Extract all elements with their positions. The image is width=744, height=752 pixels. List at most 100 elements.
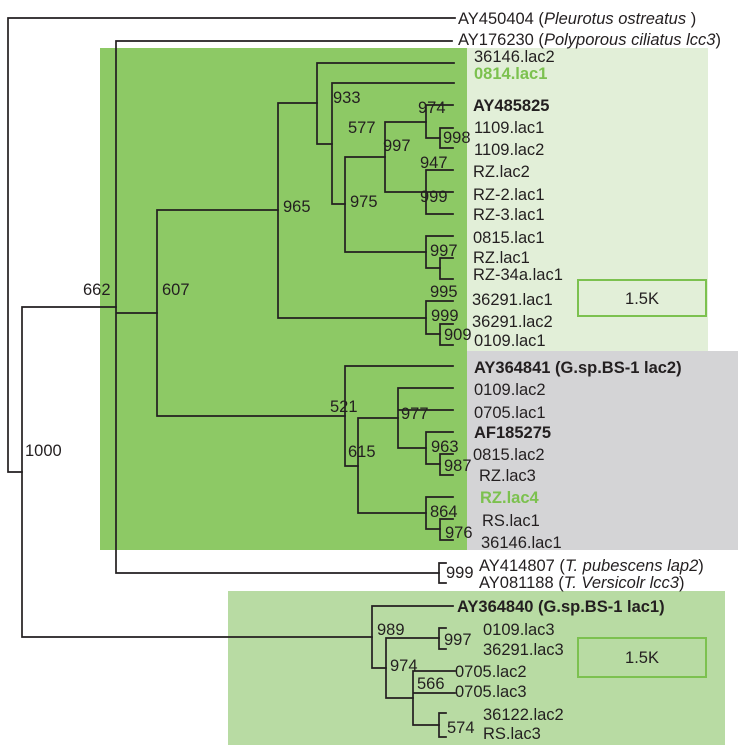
bootstrap-label: 965 xyxy=(283,198,311,216)
branch-node-974-a xyxy=(425,104,454,139)
leaf-label: 0815.lac2 xyxy=(473,446,545,464)
leaf-label: 0109.lac1 xyxy=(474,332,546,350)
clade-region-gray-subgroup xyxy=(467,351,738,550)
leaf-label: RZ.lac3 xyxy=(479,467,536,485)
bootstrap-label: 989 xyxy=(377,621,405,639)
branch-node-rz xyxy=(439,257,454,280)
leaf-label: 1109.lac2 xyxy=(474,141,544,159)
bootstrap-label: 974 xyxy=(418,99,446,117)
leaf-label-reference: AY364840 (G.sp.BS-1 lac1) xyxy=(457,598,665,616)
branch-node-997-b xyxy=(425,235,454,269)
leaf-label-highlighted: RZ.lac4 xyxy=(480,489,540,507)
branch-node-999-a xyxy=(425,300,454,335)
branch-node-998 xyxy=(439,127,454,149)
branch-node-963 xyxy=(425,431,454,465)
scale-box-lower xyxy=(577,637,707,678)
branch-node-975 xyxy=(344,156,427,253)
leaf-label-reference: AF185275 xyxy=(474,424,551,442)
leaf-label: RZ.lac1 xyxy=(473,249,530,267)
leaf-label: 0705.lac1 xyxy=(474,404,546,422)
bootstrap-label: 662 xyxy=(83,281,111,299)
leaf-label: 0705.lac3 xyxy=(455,683,527,701)
leaf-label: AY414807 (T. pubescens lap2) xyxy=(479,557,704,575)
leaf-label: 0109.lac2 xyxy=(474,381,546,399)
branch-node-566 xyxy=(412,670,456,726)
branch-node-unlabeled-a xyxy=(316,62,455,145)
branch-node-521 xyxy=(344,365,454,467)
leaf-label-reference: AY364841 (G.sp.BS-1 lac2) xyxy=(474,359,682,377)
bootstrap-label: 574 xyxy=(447,719,475,737)
bootstrap-label: 975 xyxy=(350,193,378,211)
bootstrap-label: 997 xyxy=(383,137,411,155)
leaf-label: 36291.lac3 xyxy=(483,641,564,659)
clade-region-light-subgroup xyxy=(467,48,708,351)
bootstrap-label: 607 xyxy=(162,281,190,299)
branch-node-974-b xyxy=(385,637,440,699)
leaf-label-reference: AY485825 xyxy=(473,97,549,115)
branch-node-976 xyxy=(439,518,454,541)
bootstrap-label: 933 xyxy=(333,89,361,107)
branch-node-997-a xyxy=(384,121,454,193)
bootstrap-label: 999 xyxy=(420,188,448,206)
bootstrap-label: 963 xyxy=(431,438,459,456)
leaf-labels: AY450404 (Pleurotus ostreatus ) AY176230… xyxy=(455,10,721,743)
leaf-label: 0109.lac3 xyxy=(483,621,555,639)
branch-node-965 xyxy=(277,102,427,319)
leaf-label: 36146.lac2 xyxy=(474,48,555,66)
leaf-label: AY176230 (Polyporous ciliatus lcc3) xyxy=(458,31,721,49)
leaf-label: RZ-2.lac1 xyxy=(473,186,545,204)
bootstrap-label: 521 xyxy=(330,398,358,416)
branch-node-909 xyxy=(439,323,454,346)
branch-node-989 xyxy=(371,605,454,669)
leaf-label-outgroup: AY450404 (Pleurotus ostreatus ) xyxy=(458,10,696,28)
leaf-label: 0705.lac2 xyxy=(455,663,527,681)
bootstrap-label: 995 xyxy=(430,283,458,301)
branch-node-1000 xyxy=(21,306,373,638)
clade-region-lower xyxy=(228,591,725,745)
bootstrap-label: 615 xyxy=(348,443,376,461)
bootstrap-label: 1000 xyxy=(25,442,62,460)
branch-node-615 xyxy=(357,417,427,514)
branch-node-662 xyxy=(115,40,453,574)
leaf-label: RZ-34a.lac1 xyxy=(473,266,563,284)
branch-node-999-b xyxy=(438,562,447,584)
bootstrap-labels: 1000 662 607 965 933 577 975 997 974 998… xyxy=(25,89,475,737)
branch-node-933 xyxy=(331,82,455,205)
branch-node-864 xyxy=(425,496,454,530)
leaf-label: 36146.lac1 xyxy=(481,534,562,552)
leaf-label: AY081188 (T. Versicolr lcc3) xyxy=(479,574,684,592)
bootstrap-label: 577 xyxy=(348,119,376,137)
bootstrap-label: 987 xyxy=(444,457,472,475)
leaf-label: 36291.lac1 xyxy=(472,291,553,309)
bootstrap-label: 997 xyxy=(430,242,458,260)
bootstrap-label: 999 xyxy=(446,564,474,582)
bootstrap-label: 947 xyxy=(420,154,448,172)
branch-node-997-c xyxy=(438,627,447,650)
scale-label-lower: 1.5K xyxy=(625,649,659,667)
bootstrap-label: 566 xyxy=(417,675,445,693)
branch-root xyxy=(7,17,456,473)
bootstrap-label: 997 xyxy=(444,631,472,649)
scale-label-upper: 1.5K xyxy=(625,290,659,308)
branch-node-977 xyxy=(397,387,454,449)
leaf-label: RS.lac1 xyxy=(482,512,540,530)
bootstrap-label: 909 xyxy=(444,326,472,344)
leaf-label-highlighted: 0814.lac1 xyxy=(474,65,547,83)
branch-node-607 xyxy=(156,209,346,417)
leaf-label: 36122.lac2 xyxy=(483,706,564,724)
branch-node-574 xyxy=(438,712,447,738)
scale-box-upper xyxy=(577,279,707,317)
leaf-label: 1109.lac1 xyxy=(474,119,544,137)
clade-region-main xyxy=(100,48,467,550)
leaf-label: 36291.lac2 xyxy=(472,313,553,331)
bootstrap-label: 976 xyxy=(445,524,473,542)
leaf-label: RZ.lac2 xyxy=(473,163,530,181)
bootstrap-label: 998 xyxy=(443,129,471,147)
bootstrap-label: 974 xyxy=(390,657,418,675)
leaf-label: RS.lac3 xyxy=(483,725,541,743)
bootstrap-label: 977 xyxy=(401,405,429,423)
leaf-label: RZ-3.lac1 xyxy=(473,206,545,224)
bootstrap-label: 864 xyxy=(430,503,458,521)
branch-node-947 xyxy=(425,169,454,215)
